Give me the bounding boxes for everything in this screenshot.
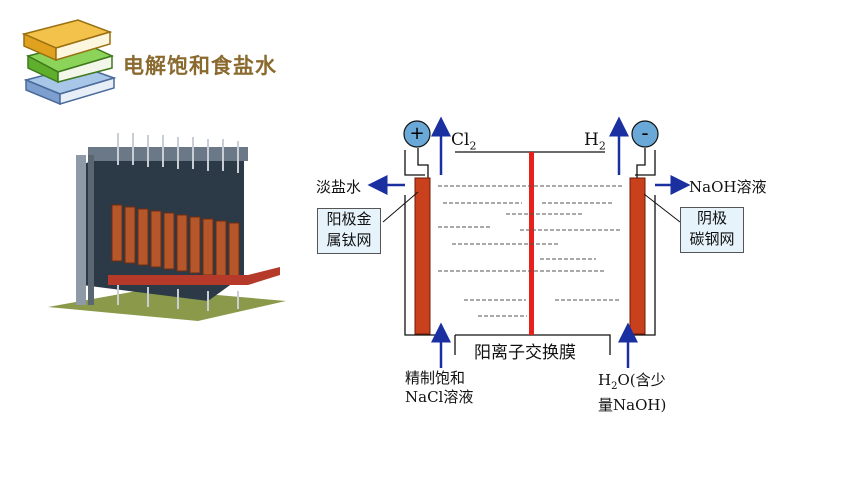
brine-inlet-label: 精制饱和 NaCl溶液 [405,369,474,406]
anode-label-box: 阳极金 属钛网 [317,208,381,254]
brine-outlet-label: 淡盐水 [316,178,362,196]
books-icon [21,19,117,106]
water-inlet-label: H2O(含少 量NaOH) [598,371,667,414]
h2-label: H2 [584,130,606,153]
electrolyzer-photo [48,133,286,321]
cathode-electrode [629,177,646,335]
page-title: 电解饱和食盐水 [123,54,277,78]
cathode-sign: - [641,121,649,145]
anode-sign: + [409,123,425,144]
cl2-label: Cl2 [451,130,477,153]
cathode-terminal [631,120,659,148]
naoh-outlet-label: NaOH溶液 [689,178,767,196]
anode-electrode [414,177,431,335]
anode-terminal [403,120,431,148]
cathode-label-box: 阴极 碳钢网 [680,207,744,253]
membrane-label: 阳离子交换膜 [470,338,580,363]
